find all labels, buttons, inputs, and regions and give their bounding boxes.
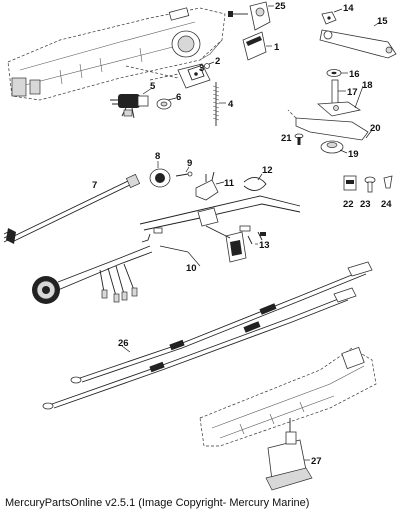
callout-21: 21 <box>281 133 292 144</box>
part-15-lever <box>319 21 397 59</box>
part-25-lanyard-switch <box>228 1 274 31</box>
callout-9: 9 <box>187 158 192 169</box>
callout-15: 15 <box>377 16 388 27</box>
copyright-footer: MercuryPartsOnline v2.5.1 (Image Copyrig… <box>5 497 310 509</box>
part-7-wiring-harness <box>3 173 141 244</box>
callout-13: 13 <box>259 240 270 251</box>
callout-3: 3 <box>199 63 204 74</box>
part-8-connector <box>149 161 171 188</box>
part-22-block <box>343 175 357 191</box>
part-5-ignition-switch <box>110 87 153 119</box>
part-1-cover <box>242 31 272 61</box>
part-3-switch-bracket <box>125 61 215 89</box>
callout-26: 26 <box>118 338 129 349</box>
callout-24: 24 <box>381 199 392 210</box>
part-4-spring <box>212 82 226 126</box>
callout-10: 10 <box>186 263 197 274</box>
callout-22: 22 <box>343 199 354 210</box>
part-19-knob <box>320 140 348 154</box>
part-18-plate <box>316 85 364 117</box>
part-6-nut <box>156 97 177 110</box>
part-10-harness-with-plug <box>32 245 201 304</box>
callout-11: 11 <box>224 178 235 189</box>
callout-25: 25 <box>275 1 286 12</box>
part-14-locknut <box>321 8 343 25</box>
part-27-trim-switch <box>265 418 313 491</box>
main-harness-body <box>139 195 301 263</box>
callout-7: 7 <box>92 180 97 191</box>
part-9-screw <box>175 166 193 177</box>
control-housing-bottom <box>199 346 377 447</box>
callout-4: 4 <box>228 99 234 110</box>
part-23-bolt <box>364 176 376 193</box>
callout-2: 2 <box>215 56 220 67</box>
part-11-clamp <box>195 171 225 201</box>
callout-5: 5 <box>150 81 156 92</box>
part-26-control-cables <box>42 261 373 410</box>
part-16-washer <box>326 69 348 77</box>
callout-14: 14 <box>343 3 354 14</box>
callout-1: 1 <box>274 42 280 53</box>
part-12-ring <box>243 173 267 191</box>
callout-8: 8 <box>155 151 160 162</box>
part-24-fastener <box>383 175 393 189</box>
callout-17: 17 <box>347 87 358 98</box>
callout-18: 18 <box>362 80 373 91</box>
part-21-screw <box>294 133 304 145</box>
control-housing-top <box>7 7 226 101</box>
callout-16: 16 <box>349 69 360 80</box>
callout-27: 27 <box>311 456 322 467</box>
callout-12: 12 <box>262 165 273 176</box>
callout-20: 20 <box>370 123 381 134</box>
callout-23: 23 <box>360 199 371 210</box>
callout-19: 19 <box>348 149 359 160</box>
callout-6: 6 <box>176 92 181 103</box>
part-20-bracket <box>287 109 373 141</box>
part-13-terminal <box>247 231 263 245</box>
